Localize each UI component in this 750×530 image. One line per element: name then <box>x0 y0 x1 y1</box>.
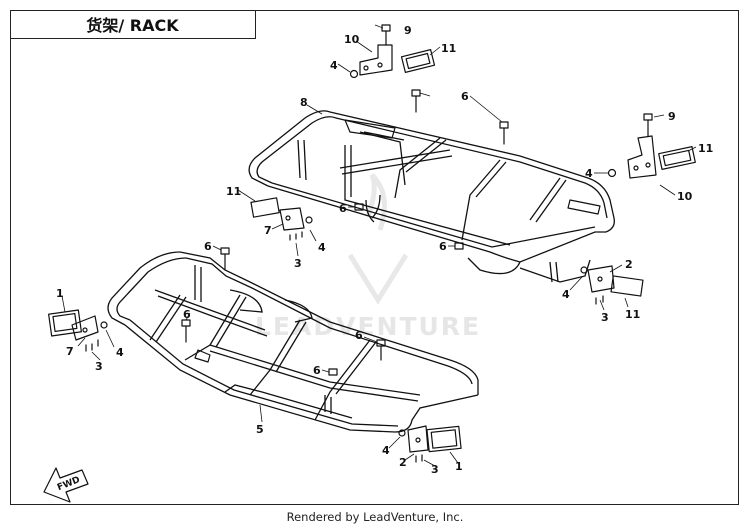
callout-2: 2 <box>399 456 407 469</box>
nut-part-4-top <box>349 69 359 79</box>
callout-10: 10 <box>677 190 693 203</box>
callout-6: 6 <box>461 90 469 103</box>
title-box: 货架/ RACK <box>10 10 256 39</box>
callout-3: 3 <box>294 257 302 270</box>
callout-2: 2 <box>625 258 633 271</box>
callout-4: 4 <box>562 288 570 301</box>
callout-1: 1 <box>56 287 64 300</box>
callout-8: 8 <box>300 96 308 109</box>
callout-labels: 9 10 11 4 8 6 9 11 4 10 11 6 7 4 3 6 6 2… <box>56 24 713 476</box>
callout-7: 7 <box>264 224 272 237</box>
bracket-part-7-front-left <box>71 315 108 352</box>
watermark-logo <box>347 173 409 305</box>
callout-4: 4 <box>585 167 593 180</box>
callout-3: 3 <box>95 360 103 373</box>
callout-6: 6 <box>439 240 447 253</box>
callout-4: 4 <box>318 241 326 254</box>
bolt-part-9-right <box>643 113 653 137</box>
callout-5: 5 <box>256 423 264 436</box>
bracket-part-7-left <box>279 207 313 241</box>
reflector-part-11-left <box>250 197 280 218</box>
callout-7: 7 <box>66 345 74 358</box>
callout-6: 6 <box>183 308 191 321</box>
fwd-arrow-icon: FWD <box>43 467 89 503</box>
callout-11: 11 <box>226 185 241 198</box>
callout-9: 9 <box>404 24 412 37</box>
reflector-part-11-right <box>658 146 696 170</box>
bolt-part-9-top <box>381 24 391 46</box>
callout-11: 11 <box>625 308 640 321</box>
callout-6: 6 <box>355 329 363 342</box>
callout-10: 10 <box>344 33 360 46</box>
leader-lines <box>61 24 697 467</box>
bracket-part-10-right <box>627 135 657 179</box>
callout-9: 9 <box>668 110 676 123</box>
callout-4: 4 <box>330 59 338 72</box>
callout-6: 6 <box>339 202 347 215</box>
callout-3: 3 <box>431 463 439 476</box>
rear-rack <box>248 110 615 283</box>
callout-4: 4 <box>382 444 390 457</box>
callout-11: 11 <box>698 142 713 155</box>
drawing-frame <box>10 10 739 505</box>
callout-6: 6 <box>204 240 212 253</box>
reflector-part-1-front-right <box>426 425 462 453</box>
footer-credit: Rendered by LeadVenture, Inc. <box>286 510 464 524</box>
callout-6: 6 <box>313 364 321 377</box>
reflector-part-11-top <box>400 49 436 73</box>
reflector-part-11-rear-right <box>610 275 644 297</box>
bracket-part-10-top <box>359 44 393 76</box>
bolts-part-6 <box>181 89 509 376</box>
callout-3: 3 <box>601 311 609 324</box>
diagram-title: 货架/ RACK <box>86 16 179 35</box>
nut-part-4-right <box>607 168 617 178</box>
reflector-part-1-front-left <box>48 309 82 337</box>
bracket-part-2-rear-right <box>580 265 615 305</box>
front-rack <box>107 251 479 433</box>
bracket-part-2-front-right <box>398 425 429 463</box>
callout-4: 4 <box>116 346 124 359</box>
watermark-text: LEADVENTURE <box>255 312 482 341</box>
callout-11: 11 <box>441 42 456 55</box>
callout-1: 1 <box>455 460 463 473</box>
